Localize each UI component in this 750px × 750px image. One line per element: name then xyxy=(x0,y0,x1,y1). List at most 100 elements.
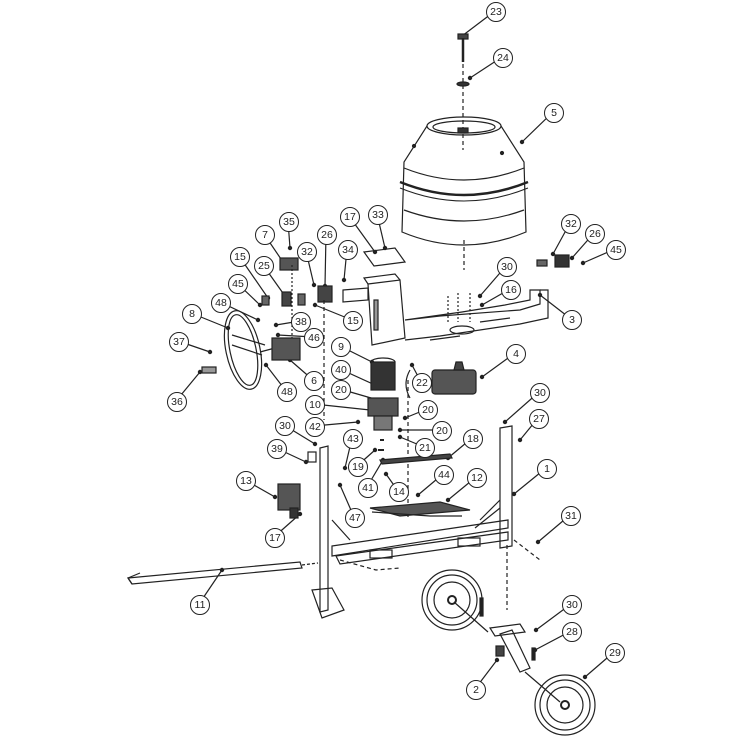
part-callout: 33 xyxy=(368,205,388,225)
part-callout: 21 xyxy=(415,438,435,458)
part-callout: 30 xyxy=(275,416,295,436)
part-callout: 5 xyxy=(544,103,564,123)
part-callout: 18 xyxy=(463,429,483,449)
part-callout: 20 xyxy=(432,421,452,441)
part-callout: 45 xyxy=(228,274,248,294)
part-callout: 27 xyxy=(529,409,549,429)
part-callout: 26 xyxy=(585,224,605,244)
part-callout: 46 xyxy=(304,328,324,348)
leader-arrow-icon xyxy=(397,427,403,433)
leader-arrow-icon xyxy=(479,374,485,380)
part-callout: 22 xyxy=(412,373,432,393)
leader-arrow-icon xyxy=(402,415,408,421)
leader-arrow-icon xyxy=(341,277,347,283)
part-callout: 17 xyxy=(265,528,285,548)
part-callout: 35 xyxy=(279,212,299,232)
leader-lines xyxy=(175,10,616,690)
leader-arrow-icon xyxy=(257,302,263,308)
leader-arrow-icon xyxy=(337,482,343,488)
leader-arrow-icon xyxy=(275,332,281,338)
part-callout: 32 xyxy=(561,214,581,234)
reducer-gearbox xyxy=(431,361,477,395)
part-callout: 11 xyxy=(190,595,210,615)
leader-arrow-icon xyxy=(287,245,293,251)
leader-arrow-icon xyxy=(355,419,361,425)
part-callout: 20 xyxy=(331,380,351,400)
frame xyxy=(307,425,541,619)
leader-arrow-icon xyxy=(273,322,279,328)
leader-arrow-icon xyxy=(272,494,278,500)
leader-arrow-icon xyxy=(409,362,415,368)
gearbox-housing xyxy=(342,247,407,346)
switch-box xyxy=(277,483,301,519)
leader-arrow-icon xyxy=(263,362,269,368)
leader-arrow-icon xyxy=(207,349,213,355)
leader-arrow-icon xyxy=(197,369,203,375)
part-callout: 6 xyxy=(304,371,324,391)
part-callout: 8 xyxy=(182,304,202,324)
leader-arrow-icon xyxy=(569,255,575,261)
leader-arrow-icon xyxy=(580,260,586,266)
yoke-arm xyxy=(404,254,570,341)
leader-arrow-icon xyxy=(397,434,403,440)
leader-arrow-icon xyxy=(517,437,523,443)
part-callout: 19 xyxy=(348,457,368,477)
part-callout: 41 xyxy=(358,478,378,498)
part-callout: 32 xyxy=(297,242,317,262)
part-callout: 34 xyxy=(338,240,358,260)
part-callout: 20 xyxy=(418,400,438,420)
wheel-left xyxy=(421,569,489,633)
part-callout: 23 xyxy=(486,2,506,22)
part-callout: 29 xyxy=(605,643,625,663)
leader-arrow-icon xyxy=(550,251,556,257)
leader-arrow-icon xyxy=(312,441,318,447)
part-callout: 28 xyxy=(562,622,582,642)
drum xyxy=(399,33,529,270)
tow-bar xyxy=(126,561,319,585)
part-callout: 24 xyxy=(493,48,513,68)
part-callout: 4 xyxy=(506,344,526,364)
part-callout: 16 xyxy=(501,280,521,300)
leader-arrow-icon xyxy=(342,465,348,471)
leader-arrow-icon xyxy=(511,491,517,497)
part-callout: 13 xyxy=(236,471,256,491)
leader-arrow-icon xyxy=(582,674,588,680)
part-callout: 44 xyxy=(434,465,454,485)
motor-assembly xyxy=(367,357,411,520)
leader-arrow-icon xyxy=(502,419,508,425)
part-callout: 31 xyxy=(561,506,581,526)
part-callout: 48 xyxy=(211,293,231,313)
part-callout: 30 xyxy=(530,383,550,403)
part-callout: 37 xyxy=(169,332,189,352)
leader-arrow-icon xyxy=(519,139,525,145)
axle-bracket xyxy=(479,597,561,703)
leader-arrow-icon xyxy=(533,627,539,633)
part-callout: 30 xyxy=(562,595,582,615)
part-callout: 42 xyxy=(305,417,325,437)
part-callout: 9 xyxy=(331,337,351,357)
part-callout: 15 xyxy=(230,247,250,267)
part-callout: 40 xyxy=(331,360,351,380)
leader-arrow-icon xyxy=(383,471,389,477)
part-callout: 12 xyxy=(467,468,487,488)
leader-arrow-icon xyxy=(477,293,483,299)
leader-arrow-icon xyxy=(255,317,261,323)
wheel-right xyxy=(534,674,596,736)
part-callout: 2 xyxy=(466,680,486,700)
part-callout: 10 xyxy=(305,395,325,415)
leader-arrow-icon xyxy=(467,75,473,81)
leader-arrow-icon xyxy=(311,282,317,288)
mount-plates xyxy=(369,453,471,517)
leader-arrow-icon xyxy=(303,459,309,465)
part-callout: 36 xyxy=(167,392,187,412)
part-callout: 38 xyxy=(291,312,311,332)
part-callout: 26 xyxy=(317,225,337,245)
leader-arrow-icon xyxy=(312,302,318,308)
leader-arrow-icon xyxy=(494,657,500,663)
part-callout: 1 xyxy=(537,459,557,479)
leader-arrow-icon xyxy=(415,492,421,498)
part-callout: 14 xyxy=(389,482,409,502)
part-callout: 48 xyxy=(277,382,297,402)
